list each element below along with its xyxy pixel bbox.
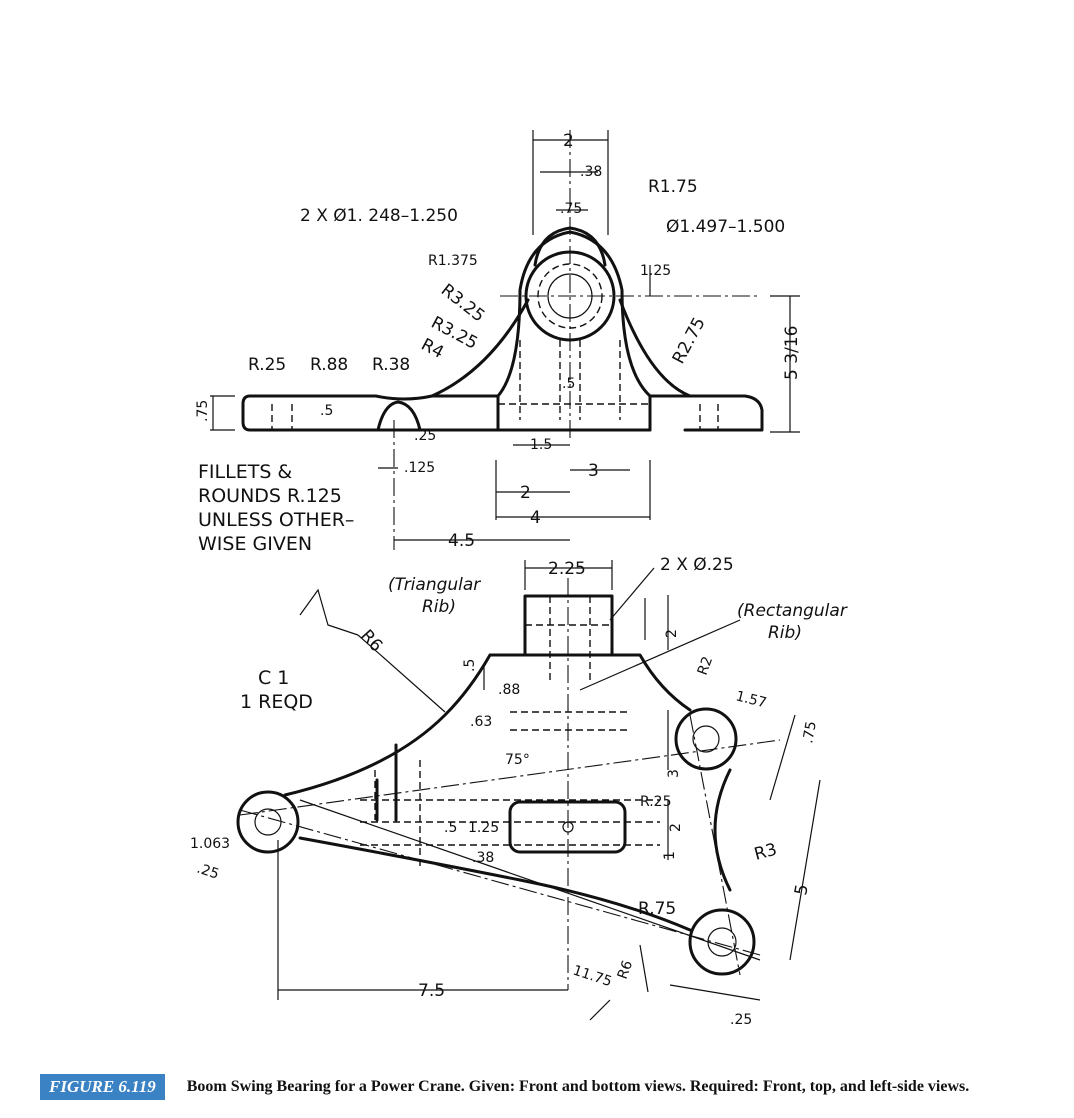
dim-r275: R2.75 <box>669 314 710 367</box>
dim-5c: .5 <box>444 820 457 836</box>
dim-r25b: R.25 <box>640 794 672 810</box>
dim-15b: .5 <box>462 659 478 672</box>
leader-lines <box>299 567 741 1021</box>
front-view <box>210 130 800 550</box>
pedestal-outline <box>496 230 652 432</box>
figure-caption-text: Boom Swing Bearing for a Power Crane. Gi… <box>186 1078 970 1095</box>
dim-r88: R.88 <box>310 355 348 375</box>
part-label-line: C 1 <box>258 667 289 689</box>
dim-25left: .25 <box>195 861 221 883</box>
dim-88: .88 <box>498 682 520 698</box>
dim-2a: 2 <box>664 629 680 638</box>
fillet-note-line: UNLESS OTHER– <box>198 509 354 531</box>
dim-3: 3 <box>588 461 599 481</box>
dim-r75: R.75 <box>638 899 676 919</box>
dim-3b: 3 <box>666 769 682 778</box>
lug-left-hole <box>254 808 282 836</box>
pedestal-hidden <box>498 340 650 420</box>
dim-75b: .75 <box>800 720 820 745</box>
dim-157: 1.57 <box>734 688 768 711</box>
tri-rib-label: (Triangular <box>388 575 481 595</box>
left-rib-curve <box>430 298 530 398</box>
lug-right-top-hole <box>692 725 720 753</box>
base-hole-right <box>699 404 719 430</box>
rect-rib-label: Rib) <box>768 623 802 643</box>
rect-rib-label: (Rectangular <box>737 601 848 621</box>
base-notch <box>376 400 422 432</box>
dim-125small: .125 <box>404 460 435 476</box>
bottom-body-outline <box>283 653 732 932</box>
dim-t5: .5 <box>320 403 333 419</box>
figure-caption-bar: FIGURE 6.119 Boom Swing Bearing for a Po… <box>40 1072 1050 1102</box>
dim-5316: 5 3/16 <box>782 326 802 380</box>
dim-45: 4.5 <box>448 531 475 551</box>
dim-2b: 2 <box>668 823 684 832</box>
dim-r1375: R1.375 <box>428 253 478 269</box>
dim-rib5: .5 <box>562 376 575 392</box>
dim-r38: R.38 <box>372 355 410 375</box>
dim-t75: .75 <box>195 400 211 422</box>
bottom-dim-lines <box>277 560 821 1001</box>
dim-15: 1.5 <box>530 437 552 453</box>
lug-right-top <box>674 707 738 771</box>
fillet-note-line: WISE GIVEN <box>198 533 312 555</box>
dim-125: 1.25 <box>640 263 671 279</box>
dim-holes: 2 X Ø1. 248–1.250 <box>300 206 458 226</box>
dim-1175: 11.75 <box>571 963 614 991</box>
fillet-note-line: FILLETS & <box>198 461 292 483</box>
dim-25: .25 <box>414 428 436 444</box>
front-dim-lines <box>210 130 800 541</box>
dim-holes-25: 2 X Ø.25 <box>660 555 734 575</box>
lug-axis-lines <box>239 714 781 976</box>
dim-r2: R2 <box>695 654 716 677</box>
dim-1063: 1.063 <box>190 836 230 852</box>
dim-r25: R.25 <box>248 355 286 375</box>
dim-4: 4 <box>530 508 541 528</box>
fillet-note: FILLETS & ROUNDS R.125 UNLESS OTHER– WIS… <box>198 461 354 555</box>
lug-right-bottom-hole <box>707 927 737 957</box>
technical-drawing: 2 .38 .75 R1.75 2 X Ø1. 248–1.250 Ø1.497… <box>190 130 848 1028</box>
right-rib-curve <box>618 298 692 398</box>
dim-r175: R1.75 <box>648 177 698 197</box>
dim-38b: .38 <box>472 850 494 866</box>
dim-1: 1 <box>662 851 678 860</box>
tab-hidden <box>525 596 612 680</box>
dim-25bot: .25 <box>730 1012 752 1028</box>
dim-bore: Ø1.497–1.500 <box>666 217 785 237</box>
part-label-line: 1 REQD <box>240 691 313 713</box>
tri-rib-label: Rib) <box>422 597 456 617</box>
dim-63: .63 <box>470 714 492 730</box>
bottom-rib-thin <box>375 743 398 822</box>
fillet-note-line: ROUNDS R.125 <box>198 485 342 507</box>
dim-width-2: 2 <box>563 131 574 151</box>
figure-number-badge: FIGURE 6.119 <box>40 1074 165 1100</box>
part-label: C 1 1 REQD <box>240 667 313 713</box>
dim-2: 2 <box>520 483 531 503</box>
dim-125b: 1.25 <box>468 820 499 836</box>
lug-left <box>236 790 300 854</box>
dim-75: .75 <box>560 201 582 217</box>
dim-r6-bottom: R6 <box>615 958 636 981</box>
dim-r4: R4 <box>418 335 447 363</box>
dim-75deg: 75° <box>505 752 530 768</box>
bottom-view <box>236 560 821 1021</box>
dim-225: 2.25 <box>548 559 586 579</box>
bottom-hidden-lines <box>360 711 660 870</box>
dim-r3: R3 <box>752 840 779 865</box>
base-hole-left <box>271 404 293 430</box>
dim-75long: 7.5 <box>418 981 445 1001</box>
dim-38: .38 <box>580 164 602 180</box>
lug-right-bottom <box>688 908 756 976</box>
dim-r6-top: R6 <box>356 626 386 656</box>
dim-5b: 5 <box>791 883 813 897</box>
